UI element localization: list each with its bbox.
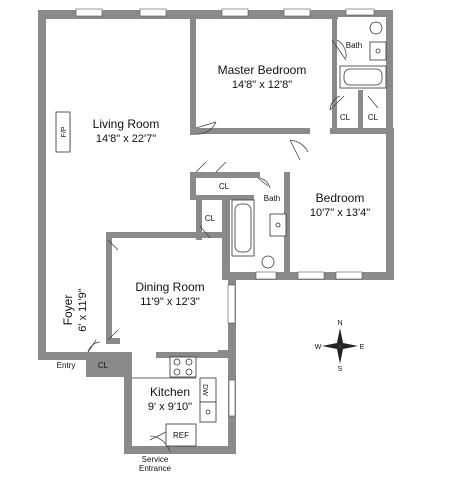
compass-west-arrow <box>322 343 340 349</box>
living-room-size: 14'8" x 22'7" <box>96 133 156 145</box>
window <box>228 379 236 417</box>
compass-south-arrow <box>337 346 343 364</box>
bedroom-size: 10'7" x 13'4" <box>310 207 370 219</box>
foyer-label-group: Foyer 6' x 11'9" <box>61 288 89 331</box>
fireplace-label-group: F/P <box>61 126 68 137</box>
entry-label: Entry <box>57 361 76 370</box>
refrigerator-icon <box>165 423 197 447</box>
window <box>75 8 103 17</box>
window <box>345 8 375 16</box>
closet-entry-label: CL <box>98 361 109 370</box>
refrigerator-label: REF <box>173 431 189 440</box>
service-entrance-label-line2: Entrance <box>139 464 172 473</box>
dishwasher-label: DW <box>201 384 208 396</box>
compass-north-arrow <box>337 328 343 346</box>
bath-top-label: Bath <box>346 41 362 50</box>
closet-master-1-label: CL <box>340 113 351 122</box>
bath-mid-label: Bath <box>264 194 280 203</box>
drain-icon <box>275 222 281 228</box>
window <box>297 271 325 280</box>
kitchen-name: Kitchen <box>150 385 190 399</box>
fireplace <box>55 111 71 153</box>
bathtub-basin <box>343 68 383 86</box>
drain-icon <box>375 48 381 54</box>
service-entrance-label-line1: Service <box>142 455 169 464</box>
compass-rose: N S E W <box>315 320 365 373</box>
inner-walls <box>106 14 390 358</box>
foyer-size: 6' x 11'9" <box>77 288 89 331</box>
master-bedroom-name: Master Bedroom <box>218 63 307 77</box>
window <box>255 271 277 280</box>
compass-s: S <box>338 366 343 373</box>
window <box>283 8 311 17</box>
bedroom-name: Bedroom <box>316 191 365 205</box>
window <box>139 8 167 17</box>
fixtures <box>55 21 387 447</box>
compass-n: N <box>337 320 342 327</box>
window <box>335 271 363 280</box>
window <box>221 8 249 17</box>
toilet-icon <box>261 255 275 269</box>
compass-e: E <box>360 344 365 351</box>
dishwasher-label-group: DW <box>201 384 208 396</box>
kitchen-size: 9' x 9'10" <box>148 401 192 413</box>
bathtub-basin <box>234 203 252 253</box>
windows <box>75 8 375 417</box>
foyer-name: Foyer <box>61 295 75 326</box>
window <box>227 284 236 324</box>
closet-hall-label: CL <box>219 182 230 191</box>
compass-east-arrow <box>340 343 358 349</box>
compass-w: W <box>315 344 322 351</box>
master-bedroom-size: 14'8" x 12'8" <box>232 79 292 91</box>
closet-master-2-label: CL <box>368 113 379 122</box>
toilet-icon <box>369 21 383 35</box>
dining-room-name: Dining Room <box>135 280 204 294</box>
fireplace-label: F/P <box>61 126 68 137</box>
dining-room-size: 11'9" x 12'3" <box>140 296 200 308</box>
closet-dining-label: CL <box>205 214 216 223</box>
stove-icon <box>169 356 197 378</box>
living-room-name: Living Room <box>93 117 160 131</box>
